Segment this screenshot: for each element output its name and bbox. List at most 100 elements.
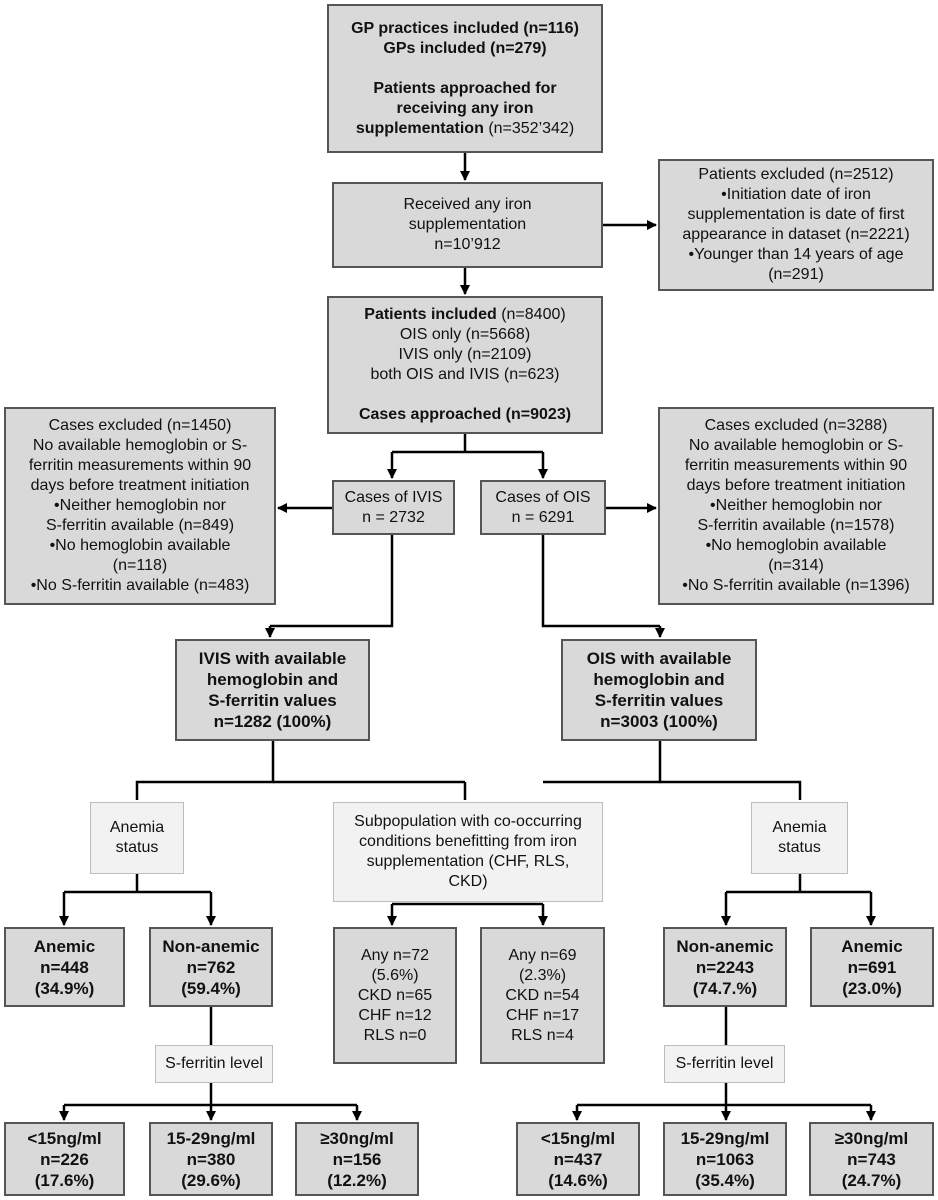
included-title: Patients included bbox=[364, 306, 497, 323]
ois-excluded-line3: ferritin measurements within 90 bbox=[684, 457, 908, 474]
approached-line2: receiving any iron bbox=[396, 99, 534, 117]
ois-ge30-label: ≥30ng/ml bbox=[834, 1128, 909, 1148]
gps-count: (n=279) bbox=[490, 39, 547, 57]
ois-lt15-label: <15ng/ml bbox=[540, 1128, 616, 1148]
received-line1: Received any iron bbox=[403, 196, 532, 213]
patients-excluded-line6: (n=291) bbox=[768, 266, 824, 283]
patients-excluded-line4: appearance in dataset (n=2221) bbox=[682, 226, 910, 243]
ois-excluded-line2: No available hemoglobin or S- bbox=[688, 437, 904, 454]
cases-ois-box: Cases of OIS n = 6291 bbox=[480, 480, 606, 535]
cases-ivis-box: Cases of IVIS n = 2732 bbox=[332, 480, 455, 535]
received-line3: n=10’912 bbox=[434, 236, 501, 253]
cases-ois-count: n = 6291 bbox=[511, 508, 575, 526]
included-count: (n=8400) bbox=[501, 306, 566, 323]
ois-excluded-line1: Cases excluded (n=3288) bbox=[704, 417, 888, 434]
ivis-available-line2: hemoglobin and bbox=[206, 670, 339, 689]
ivis-excluded-line8: (n=118) bbox=[112, 557, 168, 574]
connector-ois-avail-down bbox=[658, 741, 802, 800]
anemia-status-ivis-line1: Anemia bbox=[109, 819, 165, 836]
cases-ois-label: Cases of OIS bbox=[495, 488, 591, 506]
ivis-available-line1: IVIS with available bbox=[198, 649, 347, 668]
ois-excluded-line8: (n=314) bbox=[768, 557, 824, 574]
ivis-nonanemic-percent: (59.4%) bbox=[181, 978, 241, 998]
sub-ivis-any: Any n=72 bbox=[360, 946, 430, 964]
patients-excluded-line1: Patients excluded (n=2512) bbox=[698, 166, 894, 183]
sferritin-level-ois: S-ferritin level bbox=[664, 1045, 785, 1083]
gp-practices-box: GP practices included (n=116) GPs includ… bbox=[327, 4, 603, 153]
sub-ivis-any-percent: (5.6%) bbox=[371, 966, 419, 984]
sub-ois-box: Any n=69 (2.3%) CKD n=54 CHF n=17 RLS n=… bbox=[480, 927, 605, 1064]
ois-excluded-line7: •No hemoglobin available bbox=[705, 537, 887, 554]
ois-excluded-line5: •Neither hemoglobin nor bbox=[710, 497, 882, 514]
sub-ois-any: Any n=69 bbox=[508, 946, 577, 964]
ivis-ferritin-ge30-box: ≥30ng/ml n=156 (12.2%) bbox=[295, 1122, 419, 1196]
ivis-ge30-count: n=156 bbox=[332, 1149, 382, 1169]
ivis-anemic-label: Anemic bbox=[33, 936, 96, 956]
ivis-nonanemic-box: Non-anemic n=762 (59.4%) bbox=[149, 927, 273, 1007]
patients-excluded-line3: supplementation is date of first bbox=[687, 206, 905, 223]
ivis-excluded-line6: S-ferritin available (n=849) bbox=[45, 517, 235, 534]
ivis-ferritin-15-29-box: 15-29ng/ml n=380 (29.6%) bbox=[149, 1122, 273, 1196]
ois-anemic-label: Anemic bbox=[841, 936, 903, 956]
ois-lt15-count: n=437 bbox=[553, 1149, 603, 1169]
ivis-available-line3: S-ferritin values bbox=[208, 691, 337, 710]
approached-line3: supplementation bbox=[355, 119, 484, 137]
included-both: both OIS and IVIS (n=623) bbox=[370, 366, 560, 383]
ivis-cases-excluded-box: Cases excluded (n=1450) No available hem… bbox=[4, 407, 276, 605]
connector-ivis-to-available bbox=[270, 535, 394, 628]
gps-label: GPs included bbox=[383, 39, 486, 57]
ivis-available-count: n=1282 (100%) bbox=[213, 712, 332, 731]
received-line2: supplementation bbox=[408, 216, 527, 233]
anemia-status-ois: Anemia status bbox=[751, 802, 848, 874]
cases-ivis-label: Cases of IVIS bbox=[344, 488, 443, 506]
sub-ivis-ckd: CKD n=65 bbox=[357, 986, 433, 1004]
subpopulation-line4: CKD) bbox=[448, 873, 488, 890]
ois-nonanemic-percent: (74.7.%) bbox=[692, 978, 758, 998]
ois-ferritin-15-29-box: 15-29ng/ml n=1063 (35.4%) bbox=[663, 1122, 787, 1196]
sub-ivis-chf: CHF n=12 bbox=[358, 1006, 432, 1024]
ivis-anemic-percent: (34.9%) bbox=[34, 978, 95, 998]
subpopulation-line2: conditions benefitting from iron bbox=[359, 833, 577, 850]
ois-cases-excluded-box: Cases excluded (n=3288) No available hem… bbox=[658, 407, 934, 605]
ivis-excluded-line2: No available hemoglobin or S- bbox=[32, 437, 248, 454]
subpopulation-box: Subpopulation with co-occurring conditio… bbox=[333, 802, 603, 902]
ivis-ge30-label: ≥30ng/ml bbox=[320, 1128, 394, 1148]
ivis-excluded-line1: Cases excluded (n=1450) bbox=[48, 417, 232, 434]
ois-nonanemic-box: Non-anemic n=2243 (74.7.%) bbox=[663, 927, 787, 1007]
ivis-nonanemic-label: Non-anemic bbox=[162, 936, 260, 956]
anemia-status-ivis-line2: status bbox=[115, 839, 159, 856]
connector-ivis-avail-down bbox=[135, 741, 275, 800]
ivis-15-29-percent: (29.6%) bbox=[181, 1170, 241, 1190]
ivis-excluded-line3: ferritin measurements within 90 bbox=[28, 457, 252, 474]
sferritin-level-ois-label: S-ferritin level bbox=[675, 1055, 774, 1072]
ois-ge30-percent: (24.7%) bbox=[841, 1170, 902, 1190]
sub-ivis-box: Any n=72 (5.6%) CKD n=65 CHF n=12 RLS n=… bbox=[333, 927, 457, 1064]
approached-count: (n=352’342) bbox=[488, 119, 575, 137]
ivis-anemic-count: n=448 bbox=[40, 957, 89, 977]
sub-ivis-rls: RLS n=0 bbox=[363, 1026, 427, 1044]
ois-ge30-count: n=743 bbox=[847, 1149, 896, 1169]
ivis-excluded-line5: •Neither hemoglobin nor bbox=[54, 497, 226, 514]
ois-ferritin-lt15-box: <15ng/ml n=437 (14.6%) bbox=[516, 1122, 640, 1196]
ivis-excluded-line9: •No S-ferritin available (n=483) bbox=[30, 577, 250, 594]
ois-excluded-line9: •No S-ferritin available (n=1396) bbox=[682, 577, 910, 594]
ois-nonanemic-count: n=2243 bbox=[695, 957, 755, 977]
ois-available-line3: S-ferritin values bbox=[594, 691, 724, 710]
patients-excluded-line5: •Younger than 14 years of age bbox=[688, 246, 904, 263]
ois-15-29-label: 15-29ng/ml bbox=[680, 1128, 770, 1148]
ois-available-count: n=3003 (100%) bbox=[600, 712, 718, 731]
ois-nonanemic-label: Non-anemic bbox=[676, 936, 774, 956]
ivis-excluded-line7: •No hemoglobin available bbox=[49, 537, 231, 554]
ois-lt15-percent: (14.6%) bbox=[548, 1170, 608, 1190]
gp-practices-count: (n=116) bbox=[523, 19, 579, 37]
subpopulation-line1: Subpopulation with co-occurring bbox=[354, 813, 582, 830]
approached-line1: Patients approached for bbox=[373, 79, 557, 97]
sub-ois-any-percent: (2.3%) bbox=[518, 966, 567, 984]
ois-anemic-percent: (23.0%) bbox=[842, 978, 902, 998]
ivis-15-29-label: 15-29ng/ml bbox=[166, 1128, 256, 1148]
ois-ferritin-ge30-box: ≥30ng/ml n=743 (24.7%) bbox=[809, 1122, 934, 1196]
ois-anemic-box: Anemic n=691 (23.0%) bbox=[810, 927, 934, 1007]
sub-ois-ckd: CKD n=54 bbox=[505, 986, 580, 1004]
ivis-ferritin-lt15-box: <15ng/ml n=226 (17.6%) bbox=[4, 1122, 125, 1196]
